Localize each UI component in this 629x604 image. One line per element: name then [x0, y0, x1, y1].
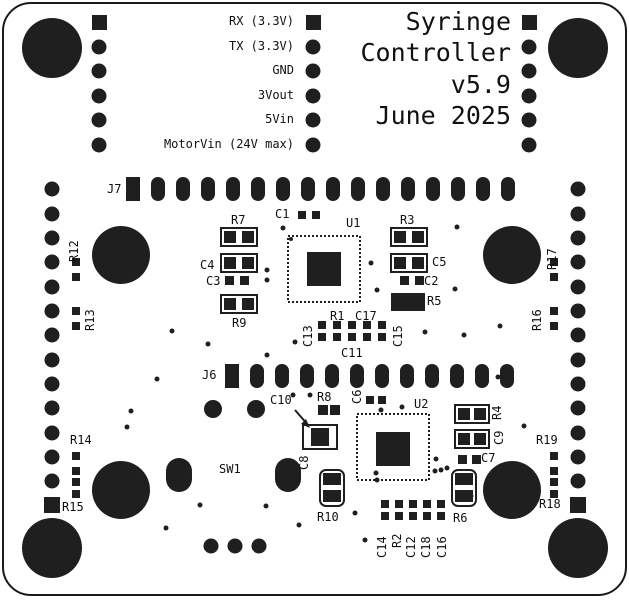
ref-c1: C1 — [275, 207, 290, 221]
ref-r8: R8 — [317, 390, 332, 404]
mounting-hole-top-left — [22, 18, 82, 78]
ref-r4: R4 — [490, 405, 504, 420]
ref-r1: R1 — [330, 309, 345, 323]
ref-c11: C11 — [341, 346, 363, 360]
c10-arrow — [294, 409, 310, 428]
c1-pad — [298, 211, 306, 219]
right-edge-pins — [570, 181, 586, 513]
ref-r6: R6 — [453, 511, 468, 525]
title-line-4: June 2025 — [375, 101, 511, 130]
pin-label-5vin: 5Vin — [265, 112, 294, 126]
large-pad-right-upper — [483, 226, 541, 284]
header-right-pin — [521, 137, 537, 153]
pin-label-rx: RX (3.3V) — [228, 14, 294, 28]
header-right-pin — [521, 39, 537, 55]
j7-connector — [126, 177, 515, 201]
ref-c5: C5 — [432, 255, 447, 269]
header-mid-pin — [305, 137, 321, 153]
vias — [124, 186, 527, 543]
header-right-pin — [521, 63, 537, 79]
ref-r14: R14 — [70, 433, 92, 447]
ref-r2: R2 — [390, 533, 404, 548]
ref-r9: R9 — [232, 316, 247, 330]
header-left-pin — [91, 63, 107, 79]
ref-u1: U1 — [346, 216, 361, 230]
header-mid-pin — [305, 88, 321, 104]
pin-label-3vout: 3Vout — [257, 88, 294, 102]
header-left-pin — [91, 88, 107, 104]
ref-c17: C17 — [355, 309, 377, 323]
ref-sw1: SW1 — [219, 462, 241, 476]
sw1-switch — [166, 400, 301, 554]
passives-u2 — [302, 396, 490, 520]
pin-label-tx: TX (3.3V) — [228, 39, 294, 53]
header-left-pin — [91, 39, 107, 55]
header-mid-pin1 — [306, 15, 321, 30]
passives-u1-right — [390, 227, 428, 311]
ref-c4: C4 — [200, 258, 215, 272]
title-line-1: Syringe — [405, 7, 511, 36]
ref-c10: C10 — [270, 393, 292, 407]
ref-c9: C9 — [492, 430, 506, 445]
header-right-pin — [521, 112, 537, 128]
header-left-pin — [91, 112, 107, 128]
ref-r3: R3 — [400, 213, 415, 227]
side-small-pads — [72, 258, 558, 498]
mounting-hole-top-right — [548, 18, 608, 78]
ref-c6: C6 — [350, 389, 364, 404]
header-right-pin1 — [522, 15, 537, 30]
ref-r16: R16 — [530, 309, 544, 331]
pin-label-gnd: GND — [272, 63, 294, 77]
ref-r12: R12 — [67, 240, 81, 262]
ref-c2: C2 — [424, 274, 439, 288]
title-line-3: v5.9 — [450, 70, 511, 99]
ref-c12: C12 — [404, 536, 418, 558]
title-line-2: Controller — [360, 38, 511, 67]
large-pad-right-lower — [483, 461, 541, 519]
header-left-pin — [91, 137, 107, 153]
ref-j7: J7 — [107, 182, 122, 196]
left-edge-pins — [44, 181, 60, 513]
ref-c16: C16 — [435, 536, 449, 558]
large-pad-left-lower — [92, 461, 150, 519]
ref-c7: C7 — [481, 451, 496, 465]
ref-c3: C3 — [206, 274, 221, 288]
header-left-pin1 — [92, 15, 107, 30]
mounting-hole-bottom-right — [548, 518, 608, 578]
ref-r18: R18 — [539, 497, 561, 511]
j6-connector — [225, 364, 514, 388]
ref-r15: R15 — [62, 500, 84, 514]
ref-r7: R7 — [231, 213, 246, 227]
passive-row-below-u1 — [318, 321, 386, 341]
header-right-pin — [521, 88, 537, 104]
ref-c14: C14 — [375, 536, 389, 558]
header-mid-pin — [305, 39, 321, 55]
ref-r17: R17 — [545, 248, 559, 270]
ref-r5: R5 — [427, 294, 442, 308]
ref-r13: R13 — [83, 309, 97, 331]
mounting-hole-bottom-left — [22, 518, 82, 578]
ref-c15: C15 — [391, 325, 405, 347]
ref-c8: C8 — [297, 455, 311, 470]
u2-chip — [356, 413, 430, 481]
passives-u1-left — [220, 227, 258, 314]
pin-label-motorvin: MotorVin (24V max) — [163, 137, 294, 151]
ref-r10: R10 — [317, 510, 339, 524]
ref-r19: R19 — [536, 433, 558, 447]
c1-pad — [312, 211, 320, 219]
ref-j6: J6 — [202, 368, 217, 382]
header-mid-pin — [305, 63, 321, 79]
large-pad-left-upper — [92, 226, 150, 284]
header-mid-pin — [305, 112, 321, 128]
ref-u2: U2 — [414, 397, 429, 411]
ref-c18: C18 — [419, 536, 433, 558]
u1-chip — [287, 235, 361, 303]
ref-c13: C13 — [301, 325, 315, 347]
